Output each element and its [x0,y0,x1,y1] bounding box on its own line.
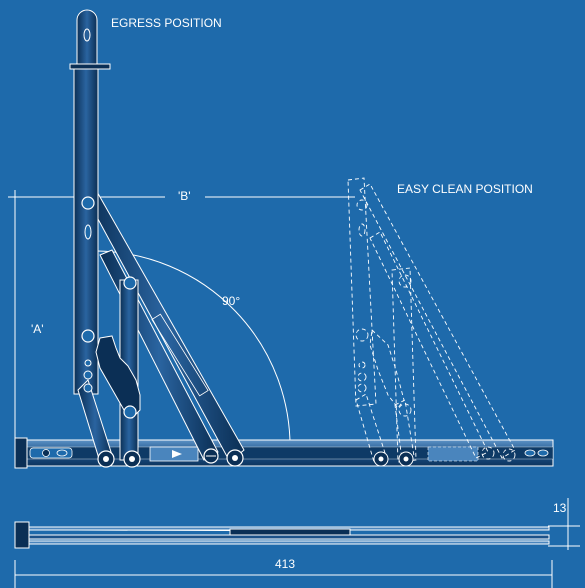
egress-position-label: EGRESS POSITION [111,16,222,30]
height-dimension-label: 13 [553,501,567,515]
dimension-a-label: 'A' [31,322,44,336]
ghost-main-arm [359,183,516,459]
easy-clean-position-label: EASY CLEAN POSITION [397,182,533,196]
easy-clean-hinge [347,177,516,463]
top-tab [76,9,98,67]
length-dimension-label: 413 [275,557,296,571]
dimension-b-label: 'B' [178,189,191,203]
main-arm [85,189,245,463]
ghost-inner-strap [391,267,417,463]
angle-label: 90° [222,294,241,308]
friction-plate [95,335,141,419]
egress-hinge [69,9,245,468]
ghost-support-arm [369,231,489,459]
easy-clean-track-pivots [373,451,414,467]
angle-arc [96,250,291,453]
side-profile [14,521,550,549]
ghost-sash-arm [347,177,377,407]
